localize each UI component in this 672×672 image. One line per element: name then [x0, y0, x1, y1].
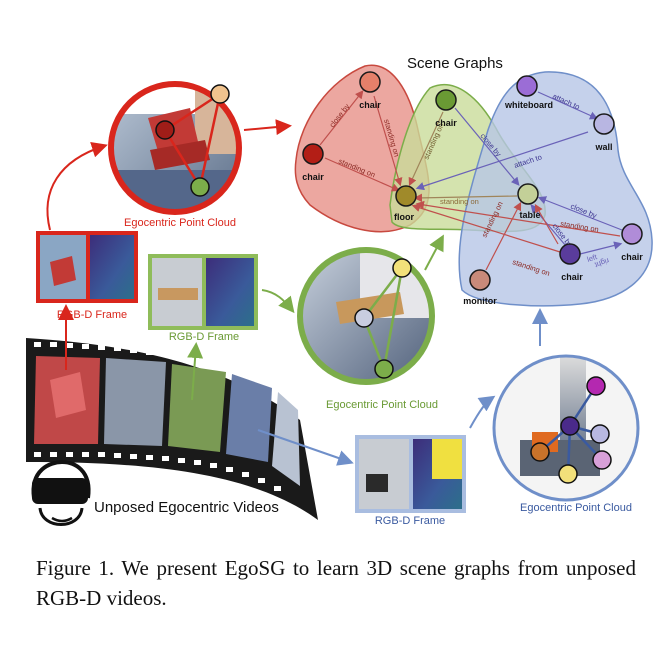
node-chair-e — [559, 243, 581, 265]
pc-node — [210, 84, 230, 104]
green-point-cloud-border — [297, 247, 435, 385]
red-rgbd-frame-label: RGB-D Frame — [57, 309, 127, 321]
arrow-green-to-graph — [424, 234, 444, 271]
arrow-green-frame — [261, 289, 295, 314]
node-chair-a — [359, 71, 381, 93]
edge-label: standing on — [440, 197, 479, 206]
graph-edges — [319, 90, 623, 271]
edge-whiteboard-attach-floor — [415, 131, 589, 191]
pc-node — [558, 464, 578, 484]
pc-node — [592, 450, 612, 470]
vr-headset-icon — [26, 459, 91, 534]
node-label-floor: floor — [394, 212, 414, 222]
green-rgbd-frame: RGB-D Frame — [148, 254, 258, 343]
node-labels: chair chair floor chair whiteboard wall … — [302, 100, 643, 306]
edge-chair-e-standing-on-table — [534, 203, 559, 245]
edge-chair-close-by-table — [454, 107, 520, 186]
pc-node — [190, 177, 210, 197]
green-point-cloud-label: Egocentric Point Cloud — [326, 399, 438, 411]
blue-point-cloud-label: Egocentric Point Cloud — [520, 502, 632, 514]
node-label-chair: chair — [561, 272, 583, 282]
node-monitor — [469, 269, 491, 291]
figure-diagram: Scene Graphs close by standing on standi… — [26, 55, 653, 534]
node-label-chair: chair — [359, 100, 381, 110]
red-point-cloud-border — [108, 81, 242, 215]
node-label-chair: chair — [621, 252, 643, 262]
pc-node — [560, 416, 580, 436]
edge-label: left — [586, 252, 599, 264]
blue-rgbd-frame: RGB-D Frame — [355, 435, 466, 527]
edge-chair-d-close-by-table — [537, 196, 623, 231]
blue-rgbd-frame-label: RGB-D Frame — [375, 515, 445, 527]
edge-table-standing-on-floor — [413, 193, 518, 203]
edge-whiteboard-attach-wall — [537, 91, 599, 120]
node-floor — [395, 185, 417, 207]
graph-nodes — [302, 71, 643, 291]
node-label-monitor: monitor — [463, 296, 497, 306]
node-table — [517, 183, 539, 205]
node-label-table: table — [519, 210, 540, 220]
blue-graph-region — [458, 71, 653, 307]
pc-node — [590, 424, 610, 444]
arrow-red-to-graph — [243, 119, 292, 136]
node-label-chair: chair — [302, 172, 324, 182]
pc-node — [586, 376, 606, 396]
edge-chair-e-left — [579, 241, 623, 255]
green-point-cloud: Egocentric Point Cloud — [297, 247, 438, 411]
pc-node — [354, 308, 374, 328]
unposed-videos-label: Unposed Egocentric Videos — [94, 499, 279, 516]
arrow-film-to-blue-frame — [257, 429, 354, 466]
pc-node — [374, 359, 394, 379]
node-whiteboard — [516, 75, 538, 97]
red-point-cloud-label: Egocentric Point Cloud — [124, 217, 236, 229]
scene-graphs-title: Scene Graphs — [407, 55, 503, 72]
node-label-whiteboard: whiteboard — [504, 100, 553, 110]
node-chair-d — [621, 223, 643, 245]
arrow-film-to-green-frame — [187, 342, 204, 401]
red-point-cloud: Egocentric Point Cloud — [108, 81, 242, 229]
arrow-blue-frame — [469, 395, 496, 429]
edge-chair-standing-on-floor-1 — [373, 95, 403, 187]
blue-point-cloud: Egocentric Point Cloud — [492, 354, 640, 514]
red-rgbd-frame: RGB-D Frame — [36, 231, 138, 321]
edge-chair-standing-on-floor-2 — [324, 157, 401, 192]
pc-node — [530, 442, 550, 462]
node-label-wall: wall — [594, 142, 612, 152]
edge-chair-standing-on-floor-3 — [408, 111, 444, 187]
node-chair-b — [302, 143, 324, 165]
green-rgbd-frame-label: RGB-D Frame — [169, 331, 239, 343]
arrow-red-frame-up — [46, 142, 108, 231]
pc-node — [155, 120, 175, 140]
figure-caption: Figure 1. We present EgoSG to learn 3D s… — [36, 556, 636, 610]
edge-chair-close-by — [319, 90, 364, 146]
node-label-chair: chair — [435, 118, 457, 128]
edge-chair-e-standing-on-floor — [411, 203, 561, 253]
pc-node — [392, 258, 412, 278]
blue-point-cloud-border — [492, 354, 640, 502]
node-chair-c — [435, 89, 457, 111]
node-wall — [593, 113, 615, 135]
edge-chair-d-standing-on-floor — [415, 200, 621, 237]
edge-monitor-standing-on-table — [485, 201, 522, 271]
